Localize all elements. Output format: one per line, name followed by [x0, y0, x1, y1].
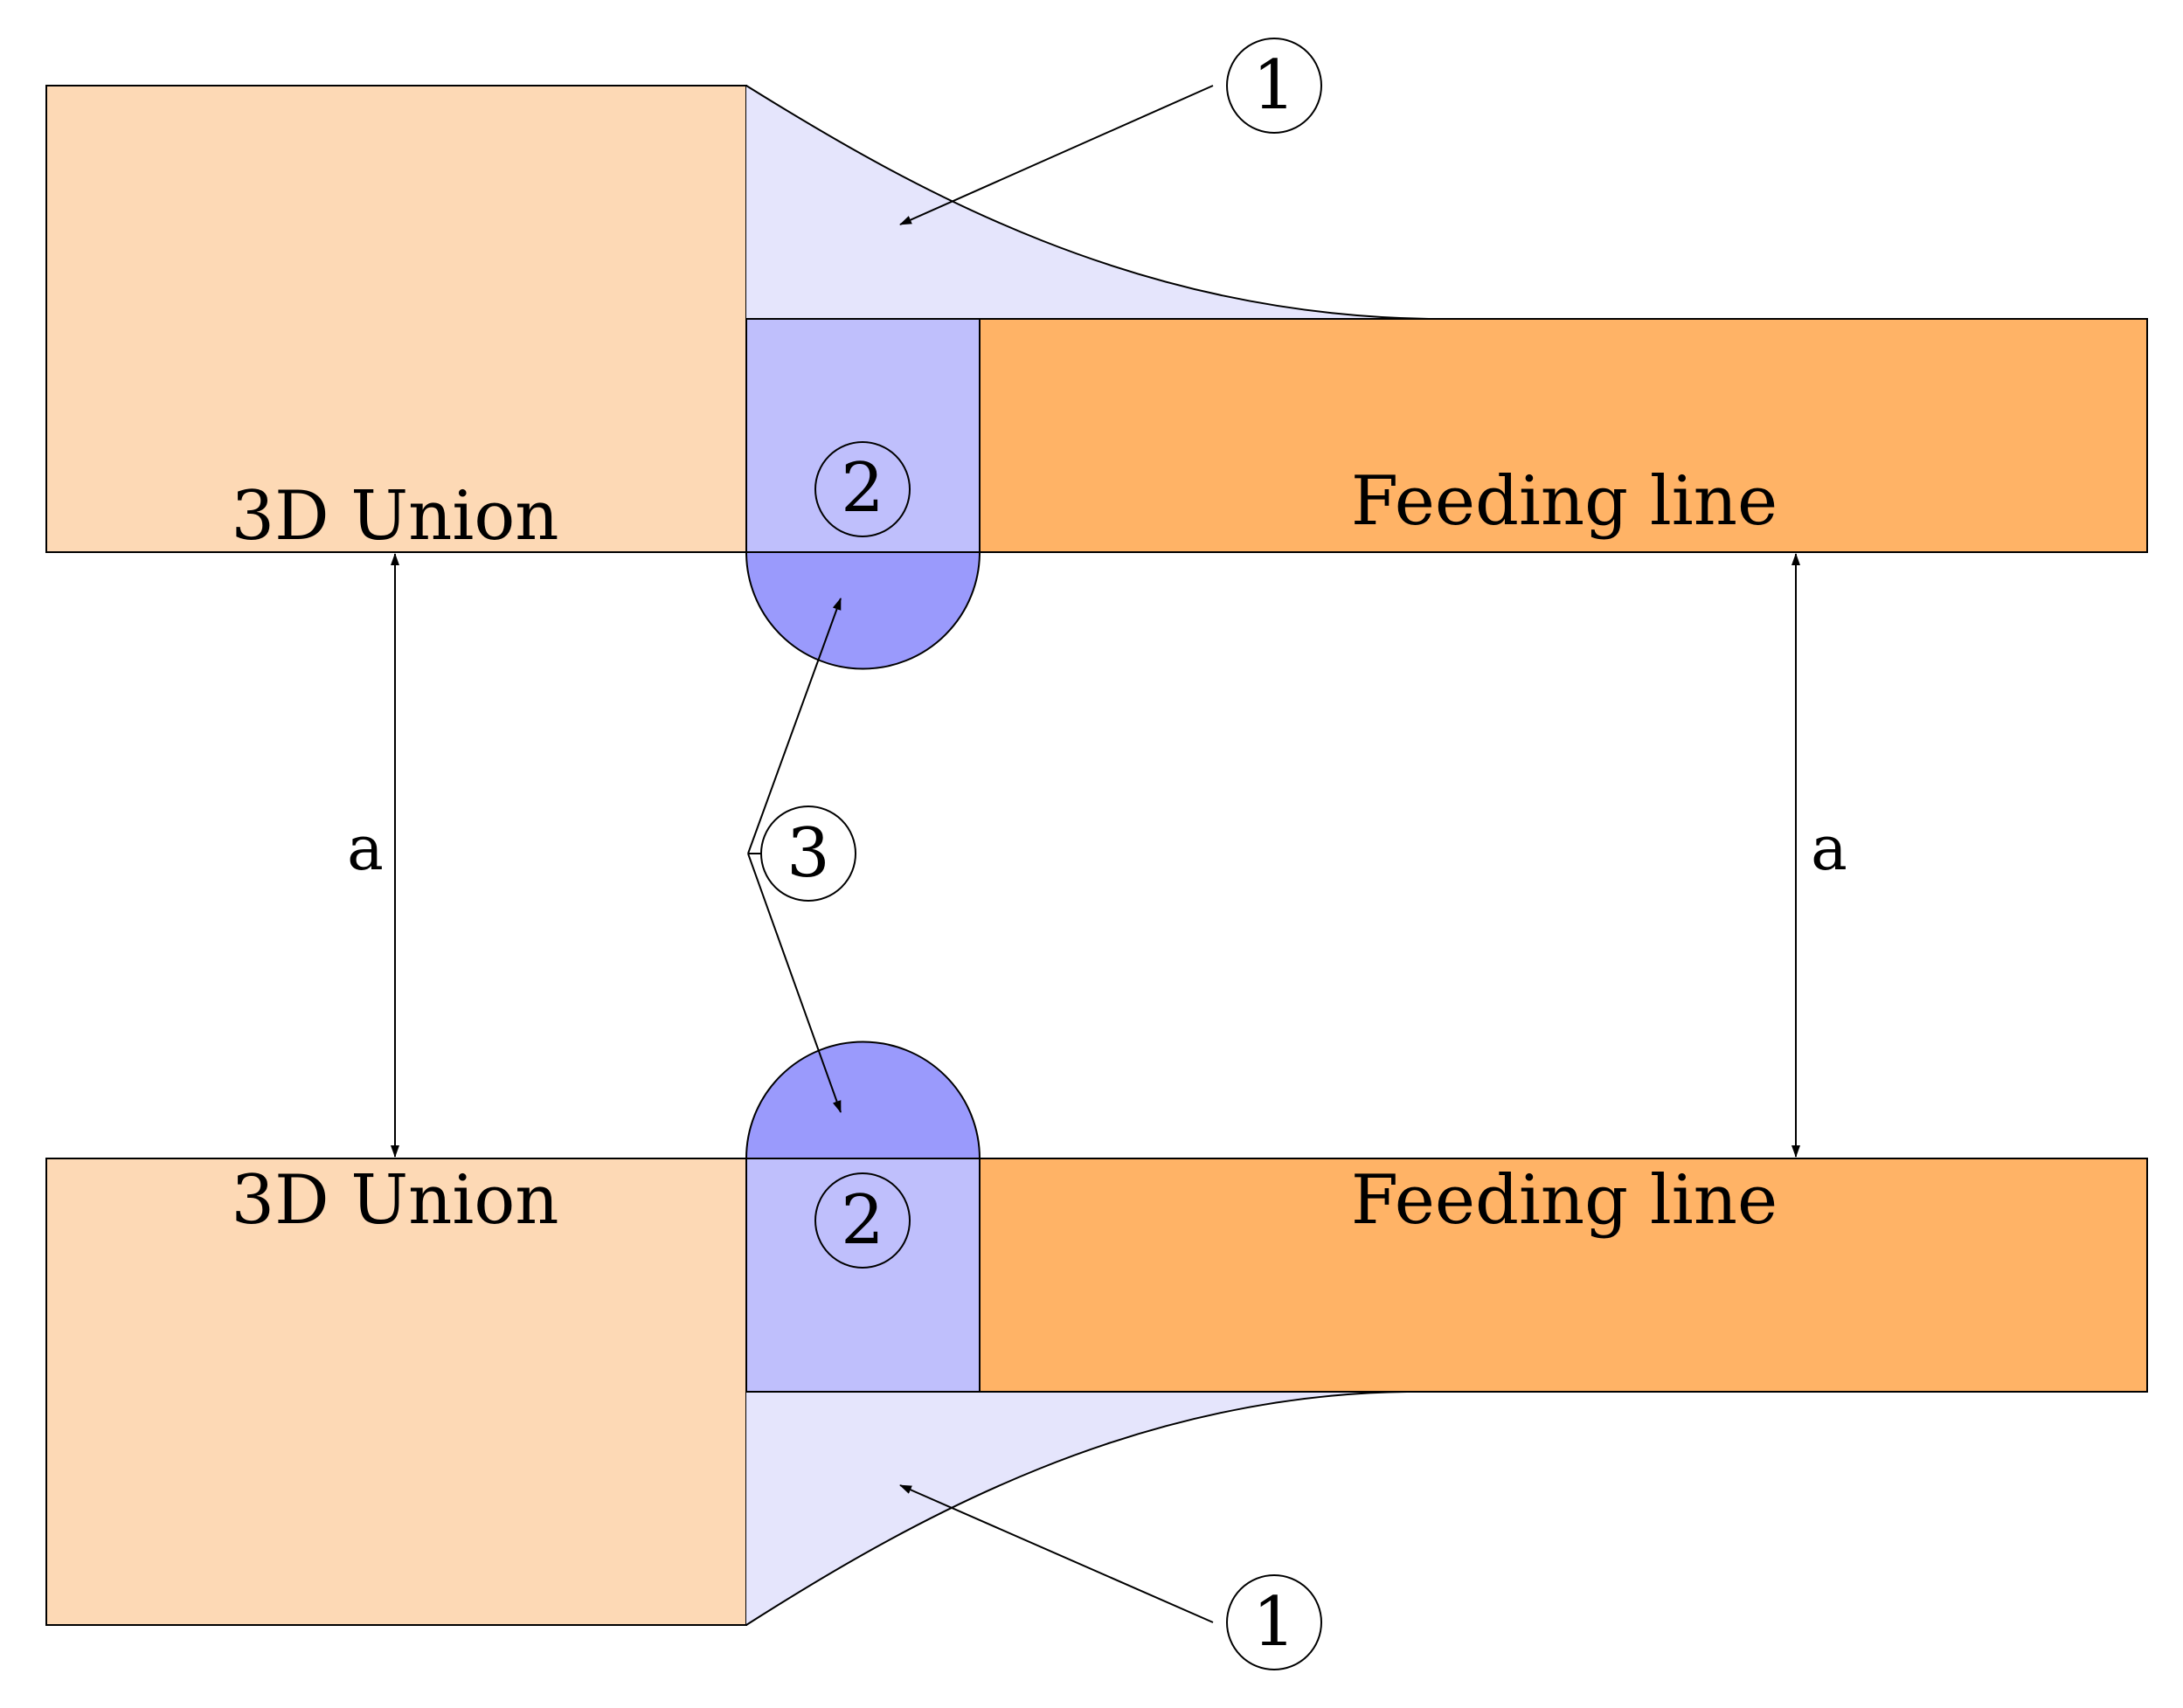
- top-callout-pad-number: 2: [841, 449, 884, 528]
- bottom-callout-pad-circle: [814, 1172, 911, 1269]
- callout-caps-circle: [760, 806, 856, 902]
- top-assembly: 3D Union Feeding line 2 1: [45, 38, 2148, 670]
- callout-caps-number: 3: [787, 814, 830, 893]
- callout-caps-arrow-top: [747, 598, 842, 854]
- dimension-right-label: a: [1811, 813, 1847, 884]
- bottom-callout-pad-number: 2: [841, 1181, 884, 1260]
- top-callout-pad: 2: [814, 441, 911, 537]
- callout-caps-arrow-bottom: [747, 853, 842, 1113]
- bottom-taper-edge: [745, 1391, 1408, 1626]
- top-pad: [745, 318, 981, 553]
- top-union-block: [45, 85, 747, 553]
- dimension-right: a: [1791, 553, 1847, 1158]
- top-callout-taper-number: 1: [1252, 46, 1296, 125]
- bottom-feeding-line: [979, 1158, 2148, 1393]
- top-cap: [745, 551, 981, 670]
- top-taper-region: [746, 86, 1429, 319]
- bottom-pad: [745, 1158, 981, 1393]
- bottom-callout-pad: 2: [814, 1172, 911, 1269]
- bottom-union-block: [45, 1158, 747, 1626]
- top-callout-pad-circle: [814, 441, 911, 537]
- bottom-callout-taper-arrow: [899, 1484, 1214, 1623]
- top-taper-edge: [745, 85, 1430, 320]
- dimension-left: a: [347, 553, 399, 1158]
- bottom-callout-taper-circle: [1226, 1574, 1322, 1670]
- callout-caps: 3: [747, 598, 856, 1113]
- bottom-union-label: 3D Union: [231, 1161, 558, 1240]
- top-callout-taper-circle: [1226, 38, 1322, 134]
- dimension-left-label: a: [347, 813, 384, 884]
- bottom-callout-taper-number: 1: [1252, 1583, 1296, 1662]
- bottom-callout-taper: 1: [899, 1484, 1322, 1670]
- top-union-label: 3D Union: [231, 477, 558, 556]
- top-callout-taper: 1: [899, 38, 1322, 225]
- top-feed-label: Feeding line: [1351, 462, 1778, 541]
- top-callout-taper-arrow: [899, 85, 1214, 225]
- bottom-taper-region: [746, 1392, 1407, 1625]
- top-feeding-line: [979, 318, 2148, 553]
- bottom-cap: [745, 1041, 981, 1159]
- bottom-feed-label: Feeding line: [1351, 1161, 1778, 1240]
- bottom-assembly: 3D Union Feeding line 2 1: [45, 1041, 2148, 1670]
